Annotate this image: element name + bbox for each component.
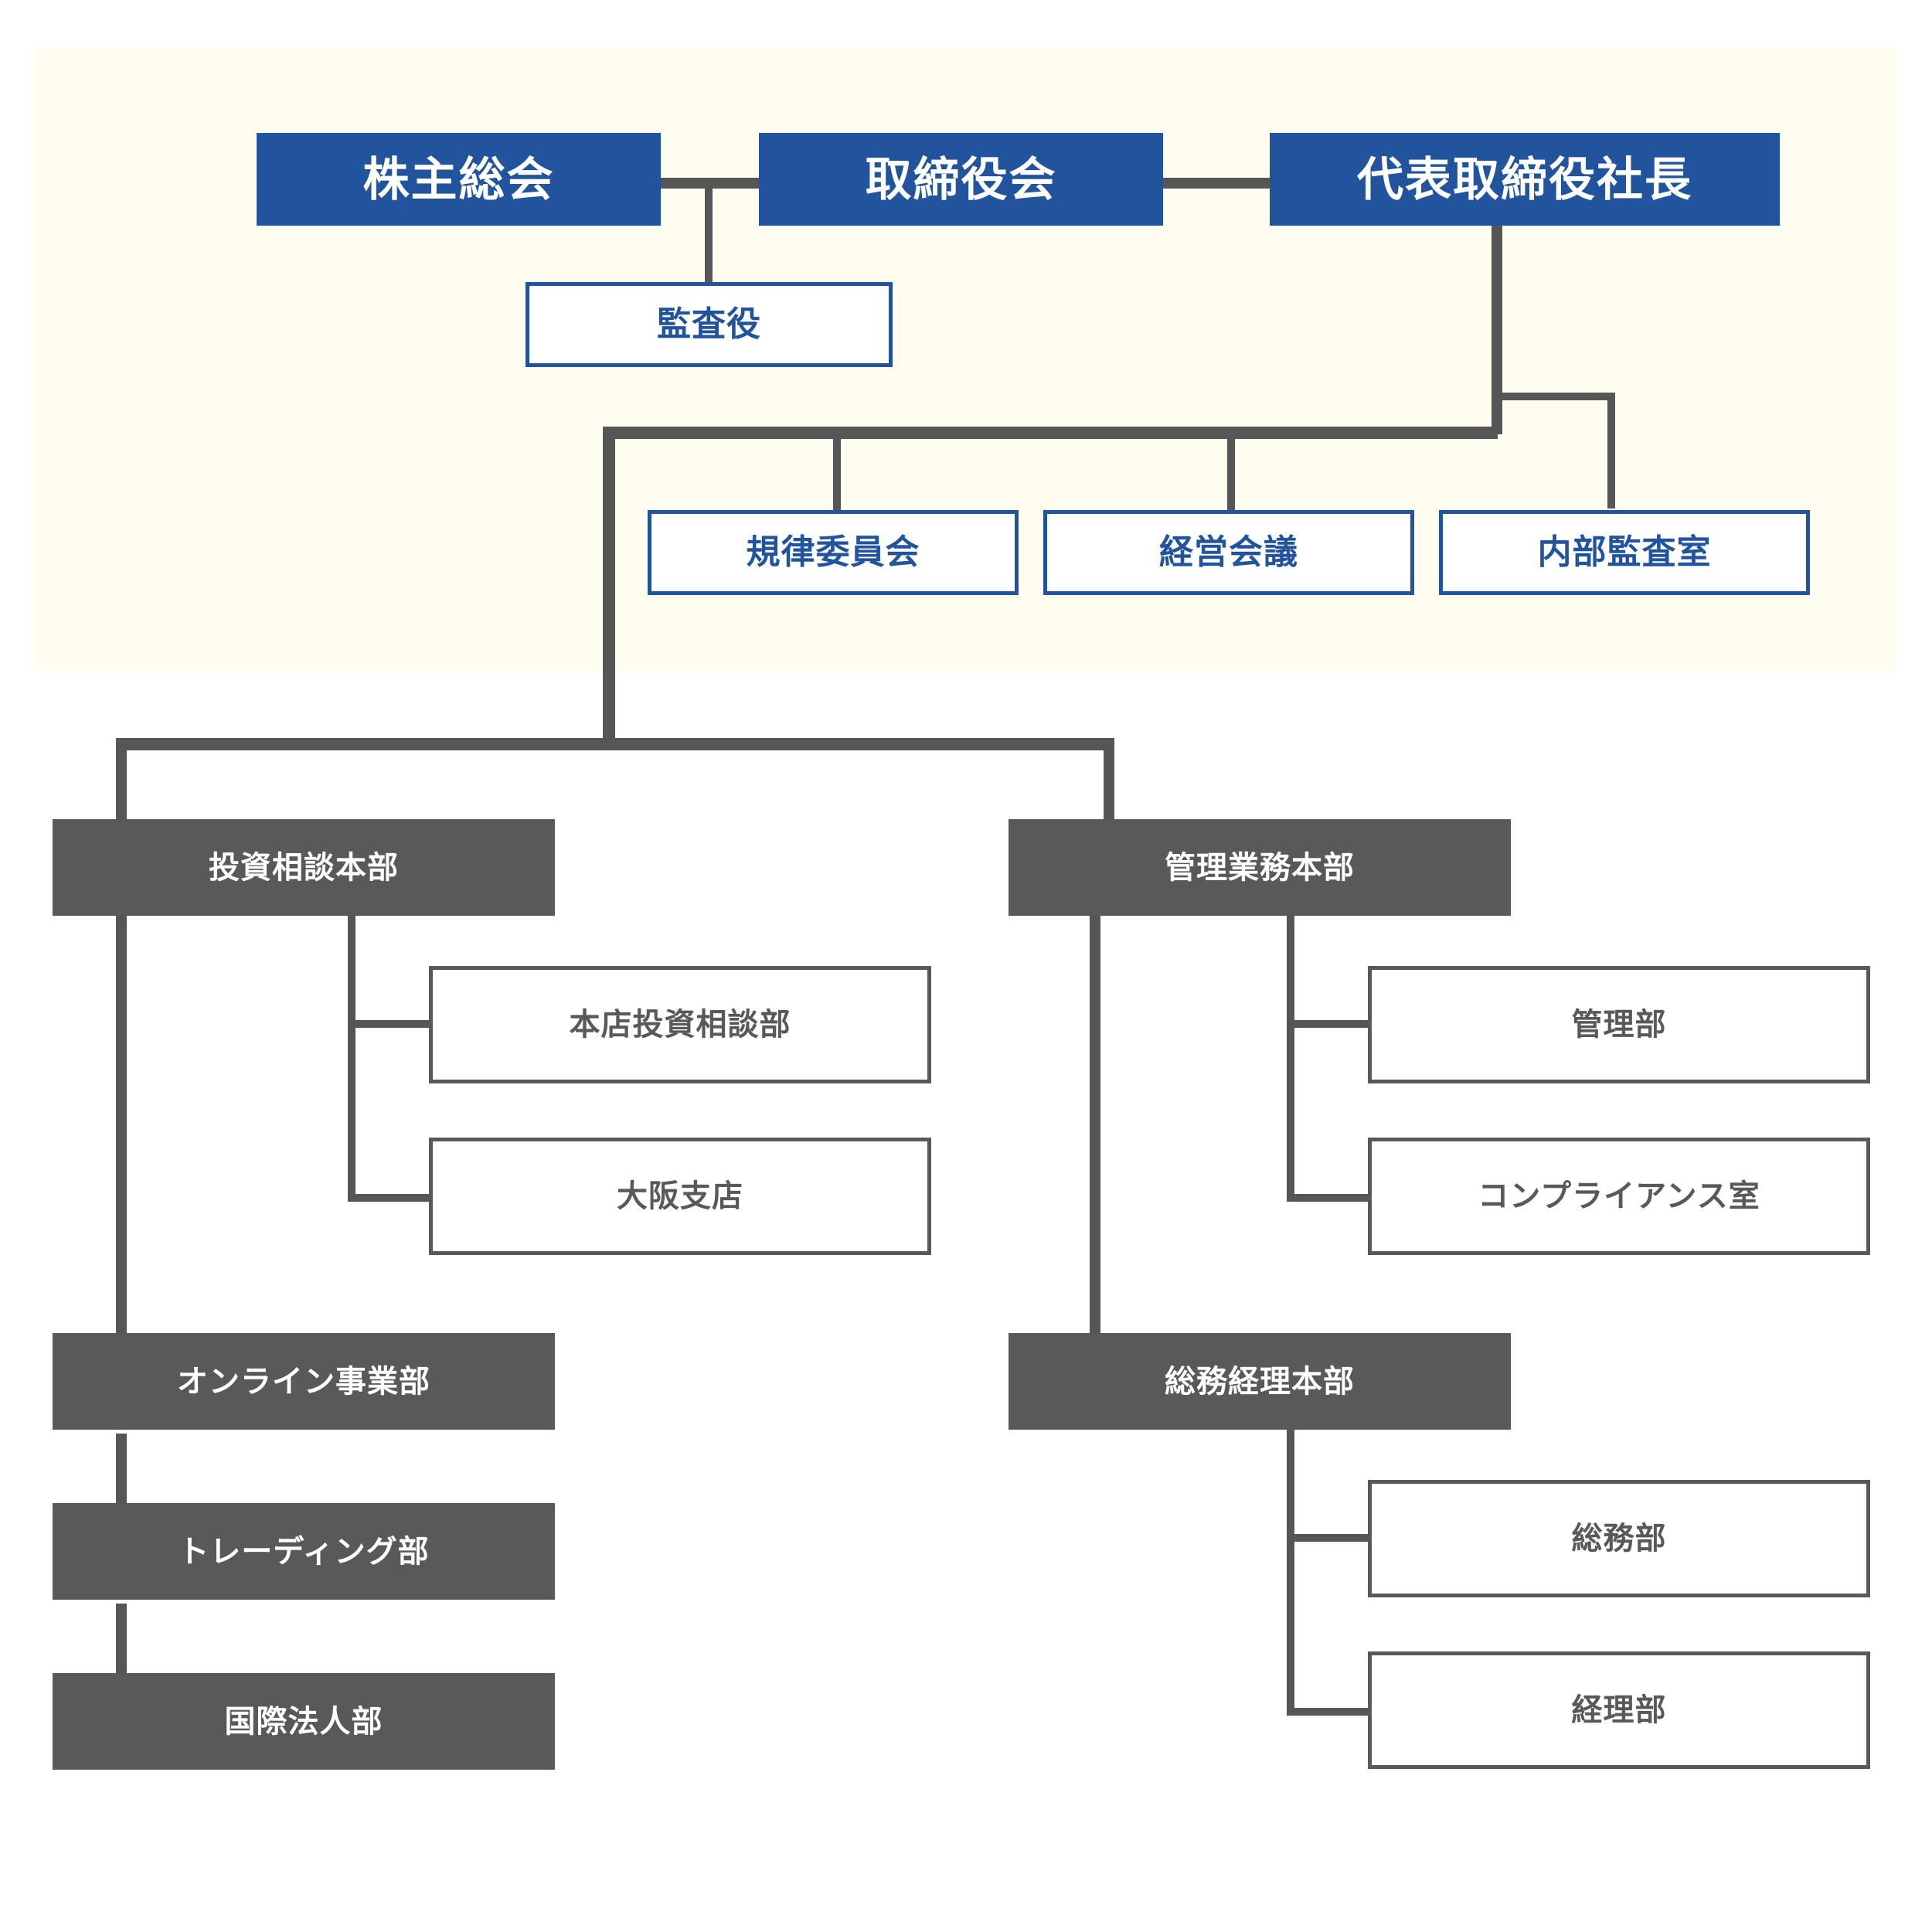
box-division-online[interactable]: オンライン事業部 [53,1333,555,1430]
box-division-international-label: 国際法人部 [224,1704,383,1739]
box-division-online-label: オンライン事業部 [177,1364,430,1399]
connector-board-to-president [1163,178,1271,189]
box-committee-internal-audit[interactable]: 内部監査室 [1439,510,1810,595]
box-division-trading-label: トレーディング部 [178,1534,430,1569]
connector-internal-audit-drop [1607,393,1615,509]
connector-investment-dept-2-stub [348,1194,433,1202]
box-shareholders-meeting[interactable]: 株主総会 [257,133,661,226]
box-shareholders-meeting-label: 株主総会 [362,153,555,206]
box-division-investment-label: 投資相談本部 [209,850,399,885]
box-president[interactable]: 代表取締役社長 [1270,133,1780,226]
box-president-label: 代表取締役社長 [1357,153,1692,206]
box-auditor[interactable]: 監査役 [526,282,893,367]
connector-investment-dept-1-stub [348,1020,433,1028]
box-dept-general-affairs[interactable]: 総務部 [1368,1480,1870,1597]
box-dept-accounting[interactable]: 経理部 [1368,1651,1870,1769]
connector-investment-dept-spine [348,916,355,1202]
connector-drop-admin-division [1104,738,1114,823]
box-dept-osaka-branch[interactable]: 大阪支店 [429,1138,931,1255]
connector-admin-dept-1-stub [1287,1020,1372,1028]
connector-general-affairs-dept-spine [1287,1430,1294,1716]
box-division-investment[interactable]: 投資相談本部 [53,819,555,916]
box-committee-discipline-label: 規律委員会 [746,532,920,571]
connector-drop-management-meeting [1227,427,1235,512]
connector-governance-bus [603,427,1498,439]
box-dept-head-office-investment[interactable]: 本店投資相談部 [429,966,931,1083]
box-division-admin-label: 管理業務本部 [1165,850,1355,885]
box-committee-internal-audit-label: 内部監査室 [1537,532,1712,571]
box-dept-compliance[interactable]: コンプライアンス室 [1368,1138,1870,1255]
box-division-admin[interactable]: 管理業務本部 [1009,819,1511,916]
connector-general-affairs-dept-2-stub [1287,1708,1372,1716]
connector-drop-to-auditor [705,178,713,282]
box-division-international[interactable]: 国際法人部 [53,1673,555,1770]
box-division-trading[interactable]: トレーディング部 [53,1503,555,1600]
connector-president-bus-right [1492,393,1615,400]
connector-drop-discipline-committee [833,427,841,512]
connector-divisions-bus [116,738,1114,750]
connector-drop-to-divisions [603,427,615,750]
connector-admin-dept-spine [1287,916,1294,1202]
box-dept-management[interactable]: 管理部 [1368,966,1870,1083]
box-dept-osaka-branch-label: 大阪支店 [617,1179,743,1213]
connector-president-drop [1492,226,1502,434]
connector-left-spine-1 [116,916,127,1337]
box-division-general-affairs[interactable]: 総務経理本部 [1009,1333,1511,1430]
box-committee-management-meeting[interactable]: 経営会議 [1043,510,1414,595]
box-dept-management-label: 管理部 [1571,1008,1667,1042]
box-committee-discipline[interactable]: 規律委員会 [648,510,1019,595]
box-dept-compliance-label: コンプライアンス室 [1478,1179,1760,1213]
box-dept-general-affairs-label: 総務部 [1571,1522,1667,1556]
box-dept-accounting-label: 経理部 [1571,1693,1667,1727]
box-committee-management-meeting-label: 経営会議 [1159,532,1298,571]
connector-admin-dept-2-stub [1287,1194,1372,1202]
box-division-general-affairs-label: 総務経理本部 [1165,1364,1355,1399]
connector-right-spine-1 [1090,916,1100,1337]
box-board-of-directors[interactable]: 取締役会 [759,133,1163,226]
box-board-of-directors-label: 取締役会 [865,153,1057,206]
box-auditor-label: 監査役 [657,304,761,343]
connector-drop-investment-division [116,738,127,823]
box-dept-head-office-investment-label: 本店投資相談部 [569,1008,791,1042]
connector-general-affairs-dept-1-stub [1287,1534,1372,1542]
